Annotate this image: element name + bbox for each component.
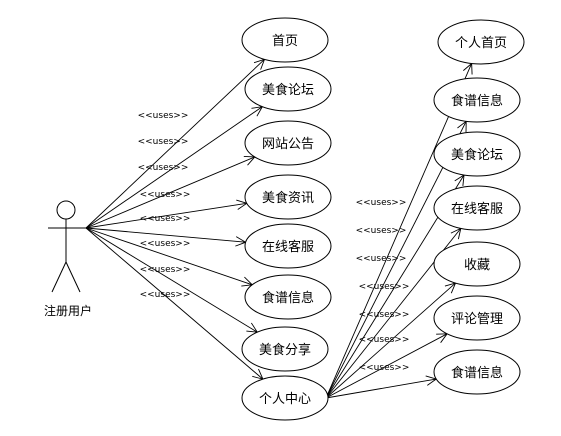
association-line [85, 156, 255, 229]
uses-stereotype-label: <<uses>> [140, 214, 191, 224]
association-line [325, 378, 437, 399]
use-case-ellipse [244, 66, 332, 112]
use-case-food-news[interactable]: 美食资讯 [244, 174, 332, 220]
use-case-online-service[interactable]: 在线客服 [244, 223, 332, 269]
use-case-label: 食谱信息 [451, 93, 503, 109]
use-case-ellipse [433, 349, 521, 395]
actor-registered-user: 注册用户 [44, 200, 92, 318]
use-case-ellipse [433, 131, 521, 177]
use-case-ellipse [241, 326, 329, 372]
use-case-food-forum[interactable]: 美食论坛 [244, 66, 332, 112]
association-line [85, 227, 253, 286]
use-case-ellipse [244, 120, 332, 166]
association-line [85, 59, 265, 229]
use-case-ellipse [244, 274, 332, 320]
uses-stereotype-label: <<uses>> [359, 335, 410, 345]
use-case-personal-center[interactable]: 个人中心 [241, 375, 329, 421]
use-case-label: 个人首页 [455, 36, 507, 51]
association-line [85, 227, 258, 333]
use-case-home[interactable]: 首页 [241, 17, 329, 63]
use-case-label: 个人中心 [259, 392, 311, 407]
use-case-label: 食谱信息 [451, 365, 503, 381]
actor-label: 注册用户 [44, 303, 92, 318]
use-case-online-service-2[interactable]: 在线客服 [433, 185, 521, 231]
association-line [85, 227, 264, 380]
use-case-label: 美食论坛 [262, 82, 314, 98]
use-case-ellipse [241, 17, 329, 63]
use-case-ellipse [244, 174, 332, 220]
uses-stereotype-label: <<uses>> [140, 265, 191, 275]
use-case-label: 美食资讯 [262, 190, 314, 206]
association-line [85, 106, 263, 229]
uses-stereotype-label: <<uses>> [359, 310, 410, 320]
use-case-ellipse [437, 19, 525, 65]
use-case-site-notice[interactable]: 网站公告 [244, 120, 332, 166]
uses-stereotype-label: <<uses>> [138, 137, 189, 147]
use-case-recipe-info-3[interactable]: 食谱信息 [433, 349, 521, 395]
use-case-ellipse [433, 241, 521, 287]
use-case-personal-home[interactable]: 个人首页 [437, 19, 525, 65]
use-case-food-share[interactable]: 美食分享 [241, 326, 329, 372]
uses-stereotype-label: <<uses>> [356, 254, 407, 264]
use-cases: 首页美食论坛网站公告美食资讯在线客服食谱信息美食分享个人中心个人首页食谱信息美食… [241, 17, 525, 421]
use-case-label: 美食论坛 [451, 147, 503, 163]
use-case-recipe-info-2[interactable]: 食谱信息 [433, 77, 521, 123]
use-case-label: 在线客服 [262, 239, 314, 255]
uses-labels: <<uses>> <<uses>> <<uses>> <<uses>> <<uses>>… [138, 111, 410, 373]
use-case-ellipse [244, 223, 332, 269]
association-line [325, 63, 473, 399]
use-case-ellipse [241, 375, 329, 421]
uses-stereotype-label: <<uses>> [140, 190, 191, 200]
use-case-label: 首页 [272, 34, 298, 49]
use-case-recipe-info[interactable]: 食谱信息 [244, 274, 332, 320]
uses-stereotype-label: <<uses>> [138, 163, 189, 173]
use-case-label: 美食分享 [259, 342, 311, 358]
association-line [325, 333, 448, 399]
uses-stereotype-label: <<uses>> [356, 226, 407, 236]
use-case-comment-manage[interactable]: 评论管理 [433, 295, 521, 341]
use-case-label: 网站公告 [262, 137, 314, 152]
use-case-label: 评论管理 [451, 312, 503, 327]
uses-stereotype-label: <<uses>> [359, 282, 410, 292]
uses-stereotype-label: <<uses>> [356, 198, 407, 208]
actor-leg-right [65, 261, 81, 293]
use-case-ellipse [433, 185, 521, 231]
uses-stereotype-label: <<uses>> [140, 239, 191, 249]
use-case-ellipse [433, 295, 521, 341]
use-case-favorites[interactable]: 收藏 [433, 241, 521, 287]
use-case-label: 收藏 [464, 258, 490, 273]
use-case-label: 在线客服 [451, 201, 503, 217]
uses-stereotype-label: <<uses>> [138, 111, 189, 121]
use-case-food-forum-2[interactable]: 美食论坛 [433, 131, 521, 177]
association-line [325, 282, 456, 399]
association-line [85, 202, 247, 229]
actor-head [56, 200, 76, 220]
actor-leg-left [51, 261, 67, 293]
use-case-ellipse [433, 77, 521, 123]
uses-stereotype-label: <<uses>> [359, 363, 410, 373]
use-case-label: 食谱信息 [262, 290, 314, 306]
uses-stereotype-label: <<uses>> [140, 290, 191, 300]
association-line [85, 227, 246, 243]
